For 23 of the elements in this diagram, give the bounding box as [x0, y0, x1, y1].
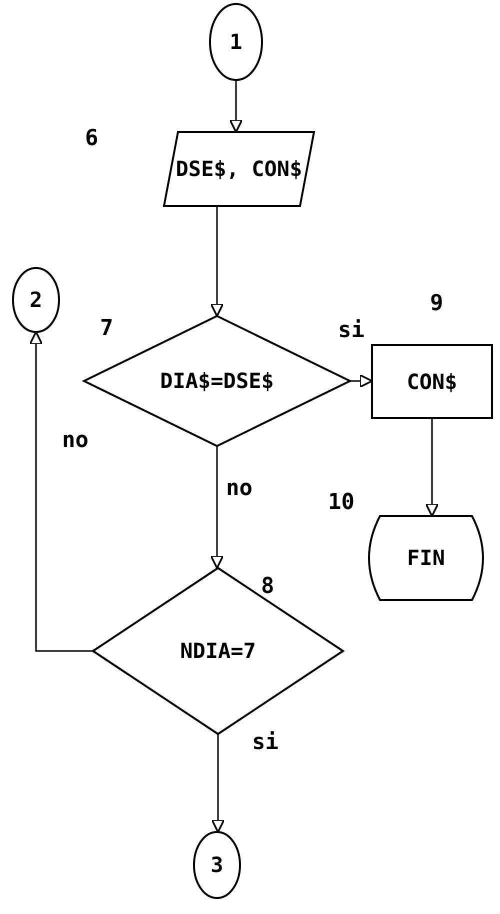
node-label: 2 [28, 288, 44, 312]
arrow [210, 446, 224, 569]
node-label: 3 [210, 853, 224, 877]
arrow [29, 331, 93, 652]
step-number: 7 [100, 316, 114, 341]
step-number: 6 [85, 126, 98, 151]
connector-circle [13, 268, 59, 332]
node-label: NDIA=7 [179, 639, 257, 663]
step-number: 9 [430, 291, 444, 316]
connector-circle [194, 832, 240, 898]
arrow [229, 80, 243, 133]
step-number: 10 [328, 490, 354, 515]
node-label: FIN [406, 546, 446, 570]
arrow [425, 418, 439, 517]
node-label: DSE$, CON$ [174, 157, 304, 181]
node-label: CON$ [406, 370, 458, 394]
arrow [210, 206, 224, 317]
step-number: 8 [261, 574, 274, 599]
node-label: 1 [228, 30, 244, 54]
arrow [350, 374, 373, 388]
arrow [211, 734, 225, 833]
connector-circle [210, 4, 262, 80]
node-label: DIA$=DSE$ [159, 369, 275, 393]
